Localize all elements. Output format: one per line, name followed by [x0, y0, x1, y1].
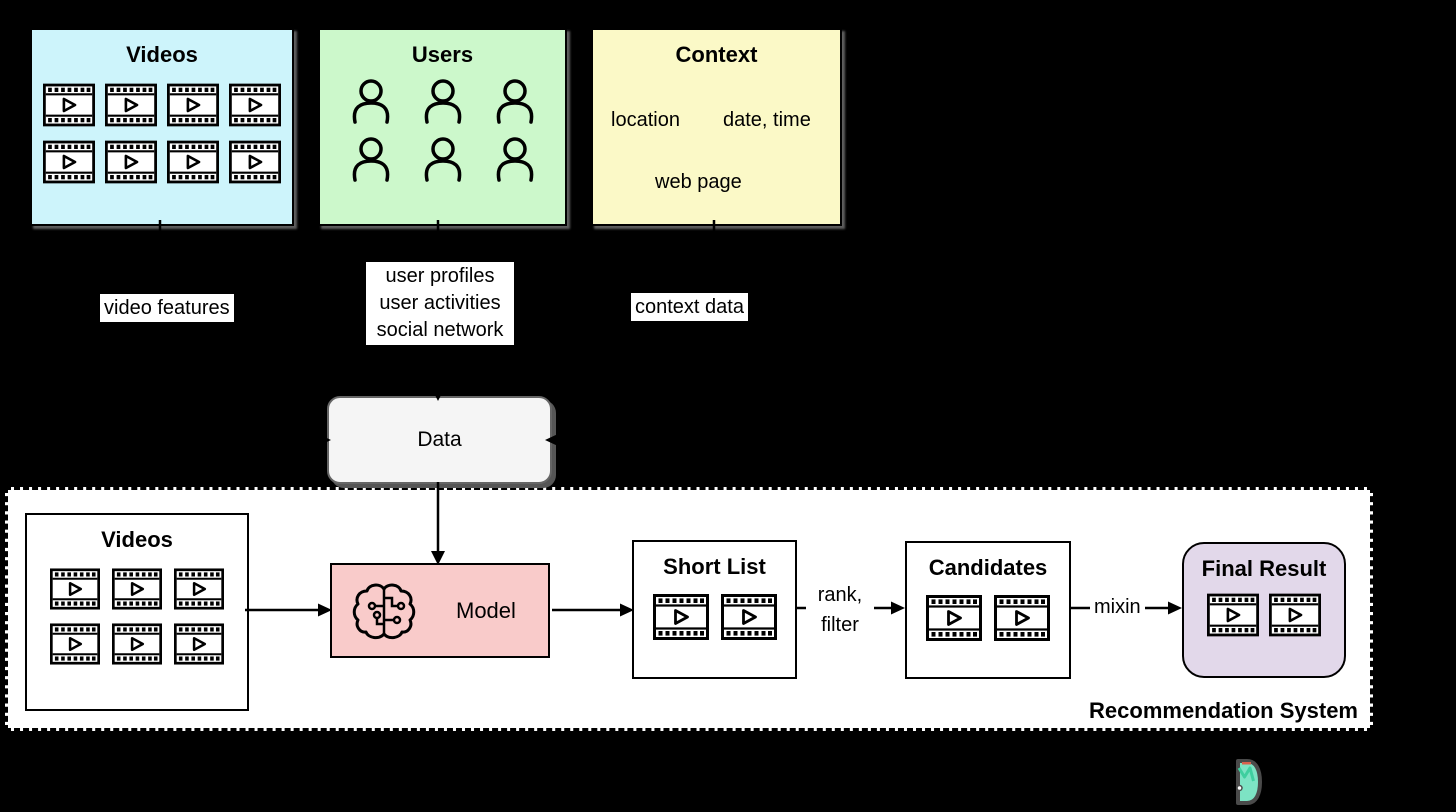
final-result-title: Final Result	[1201, 556, 1327, 581]
film-icon	[105, 83, 157, 127]
brain-circuit-icon	[352, 580, 416, 642]
film-icon	[112, 568, 162, 610]
final-result-box: Final Result	[1182, 542, 1346, 678]
film-icon	[1269, 593, 1321, 637]
filter-line: filter	[821, 614, 859, 636]
short-list-title: Short List	[663, 554, 766, 579]
film-icon	[174, 623, 224, 665]
context-source-title: Context	[675, 42, 758, 67]
user-activities-line: user activities	[379, 292, 501, 314]
film-icon	[994, 595, 1050, 642]
users-source-box: Users	[318, 28, 567, 226]
system-videos-title: Videos	[101, 527, 173, 552]
person-icon	[491, 135, 539, 187]
context-item-location: location	[611, 109, 680, 131]
film-icon	[229, 83, 281, 127]
candidates-box: Candidates	[905, 541, 1071, 679]
film-icon	[1207, 593, 1259, 637]
person-icon	[491, 77, 539, 129]
film-icon	[50, 623, 100, 665]
person-icon	[347, 77, 395, 129]
rank-line: rank,	[817, 584, 863, 606]
users-source-title: Users	[411, 42, 474, 67]
film-icon	[720, 594, 777, 641]
person-icon	[419, 77, 467, 129]
candidates-title: Candidates	[928, 555, 1048, 580]
candidates-icon-grid	[907, 595, 1069, 642]
short-list-box: Short List	[632, 540, 797, 679]
final-result-icon-grid	[1184, 593, 1344, 637]
film-icon	[167, 140, 219, 184]
data-node: Data	[327, 396, 552, 484]
context-data-label: context data	[631, 293, 748, 321]
social-network-line: social network	[376, 319, 504, 341]
context-source-box: Context location date, time web page	[591, 28, 842, 226]
arrow-context-to-data	[545, 220, 716, 447]
arrow-videos-to-data	[158, 220, 331, 447]
film-icon	[112, 623, 162, 665]
system-videos-icon-grid	[27, 568, 247, 665]
film-icon	[43, 140, 95, 184]
film-icon	[105, 140, 157, 184]
videos-source-box: Videos	[30, 28, 294, 226]
mixin-label: mixin	[1090, 593, 1145, 621]
users-icon-grid	[320, 77, 565, 187]
film-icon	[50, 568, 100, 610]
system-videos-box: Videos	[25, 513, 249, 711]
film-icon	[167, 83, 219, 127]
model-box: Model	[330, 563, 550, 658]
user-data-label: user profiles user activities social net…	[366, 262, 514, 345]
user-profiles-line: user profiles	[385, 265, 495, 287]
brain-circuit-icon	[352, 580, 416, 642]
model-label: Model	[456, 597, 516, 623]
context-item-date-time: date, time	[723, 109, 811, 131]
person-icon	[347, 135, 395, 187]
context-item-web-page: web page	[655, 171, 742, 193]
recommendation-system-label: Recommendation System	[1089, 698, 1358, 723]
videos-icon-grid	[32, 83, 292, 184]
person-icon	[419, 135, 467, 187]
film-icon	[652, 594, 709, 641]
brand-logo-icon	[1236, 759, 1262, 805]
video-features-label: video features	[100, 294, 234, 322]
rank-filter-label: rank, filter	[806, 579, 874, 641]
videos-source-title: Videos	[126, 42, 198, 67]
film-icon	[926, 595, 982, 642]
film-icon	[43, 83, 95, 127]
film-icon	[174, 568, 224, 610]
film-icon	[229, 140, 281, 184]
short-list-icon-grid	[634, 594, 795, 641]
data-node-label: Data	[417, 428, 462, 451]
